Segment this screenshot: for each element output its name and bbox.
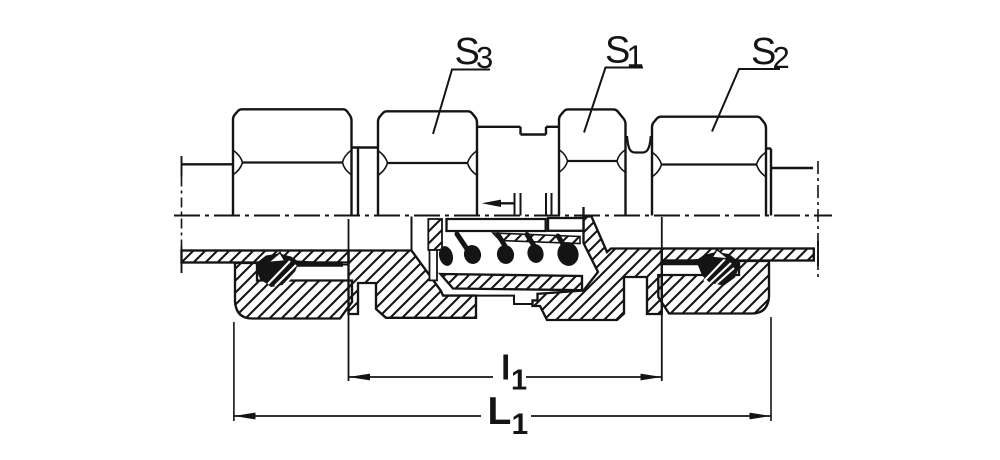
svg-text:S: S (605, 30, 630, 72)
svg-text:1: 1 (512, 408, 529, 441)
svg-text:2: 2 (773, 40, 790, 75)
svg-text:l: l (501, 350, 510, 388)
svg-text:L: L (488, 390, 512, 433)
svg-text:S: S (455, 31, 480, 73)
svg-text:3: 3 (476, 40, 493, 75)
svg-text:1: 1 (627, 39, 644, 74)
svg-text:1: 1 (511, 365, 527, 397)
svg-text:S: S (751, 31, 776, 73)
